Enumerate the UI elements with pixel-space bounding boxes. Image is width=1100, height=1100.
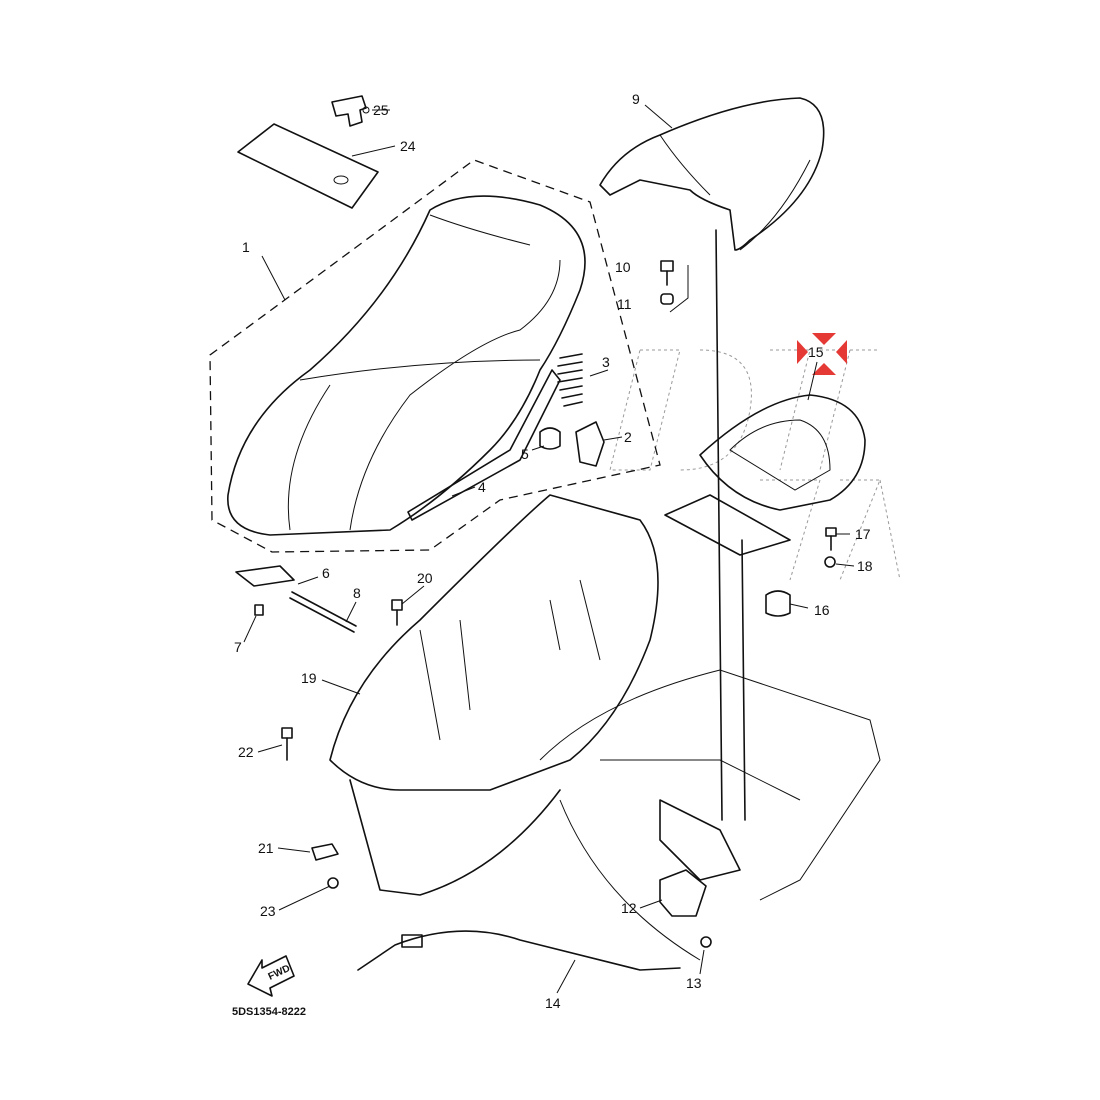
part-13-nut[interactable]	[700, 936, 712, 948]
drawing-code: 5DS1354-8222	[232, 1006, 306, 1018]
label-7[interactable]: 7	[234, 639, 242, 655]
label-25[interactable]: 25	[373, 102, 389, 118]
label-11[interactable]: 11	[617, 296, 632, 312]
guide-line	[741, 539, 746, 821]
part-23-nut[interactable]	[327, 877, 339, 889]
label-16[interactable]: 16	[814, 602, 830, 618]
label-10[interactable]: 10	[615, 259, 631, 275]
leader-lines	[243, 104, 855, 994]
label-21[interactable]: 21	[258, 840, 274, 856]
part-12-latch[interactable]	[659, 869, 707, 917]
label-15[interactable]: 15	[808, 344, 824, 360]
part-1-seat[interactable]	[209, 159, 661, 553]
part-10-bolt[interactable]	[660, 260, 674, 286]
part-19-storage-box[interactable]	[329, 494, 659, 896]
label-9[interactable]: 9	[632, 91, 640, 107]
part-21-clip[interactable]	[311, 843, 339, 861]
part-2-lock[interactable]	[575, 421, 605, 467]
label-17[interactable]: 17	[855, 526, 871, 542]
part-7-bolt[interactable]	[254, 604, 264, 616]
frame	[539, 669, 881, 961]
label-14[interactable]: 14	[545, 995, 561, 1011]
label-1[interactable]: 1	[242, 239, 250, 255]
label-3[interactable]: 3	[602, 354, 610, 370]
part-16-damper[interactable]	[765, 590, 791, 617]
part-labels: 1 2 3 4 5 6 7 8 9 10 11 12 13 14 15 16 1…	[234, 91, 873, 1011]
part-22-bolt[interactable]	[281, 727, 293, 761]
fwd-arrow-icon: FWD	[247, 955, 295, 997]
label-6[interactable]: 6	[322, 565, 330, 581]
part-24-cover-plate[interactable]	[237, 123, 379, 209]
label-13[interactable]: 13	[686, 975, 702, 991]
label-18[interactable]: 18	[857, 558, 873, 574]
part-18-nut[interactable]	[824, 556, 836, 568]
part-17-bolt[interactable]	[825, 527, 837, 551]
part-14-cable[interactable]	[357, 930, 681, 971]
label-24[interactable]: 24	[400, 138, 416, 154]
part-6-bracket[interactable]	[235, 565, 295, 587]
part-8-shaft[interactable]	[289, 591, 357, 633]
part-9-rear-seat[interactable]	[599, 97, 825, 821]
part-15-grab-bar[interactable]	[664, 394, 866, 556]
label-22[interactable]: 22	[238, 744, 254, 760]
label-8[interactable]: 8	[353, 585, 361, 601]
bracket-line	[669, 265, 689, 313]
part-25-clip[interactable]	[331, 95, 370, 127]
label-5[interactable]: 5	[521, 446, 529, 462]
label-19[interactable]: 19	[301, 670, 317, 686]
label-4[interactable]: 4	[478, 479, 486, 495]
label-12[interactable]: 12	[621, 900, 637, 916]
part-3-spring[interactable]	[557, 353, 583, 407]
label-2[interactable]: 2	[624, 429, 632, 445]
part-20-bolt[interactable]	[391, 599, 403, 626]
part-5-damper[interactable]	[539, 427, 561, 450]
highlight-marker	[797, 333, 847, 375]
part-11-collar[interactable]	[660, 293, 674, 305]
label-20[interactable]: 20	[417, 570, 433, 586]
label-23[interactable]: 23	[260, 903, 276, 919]
